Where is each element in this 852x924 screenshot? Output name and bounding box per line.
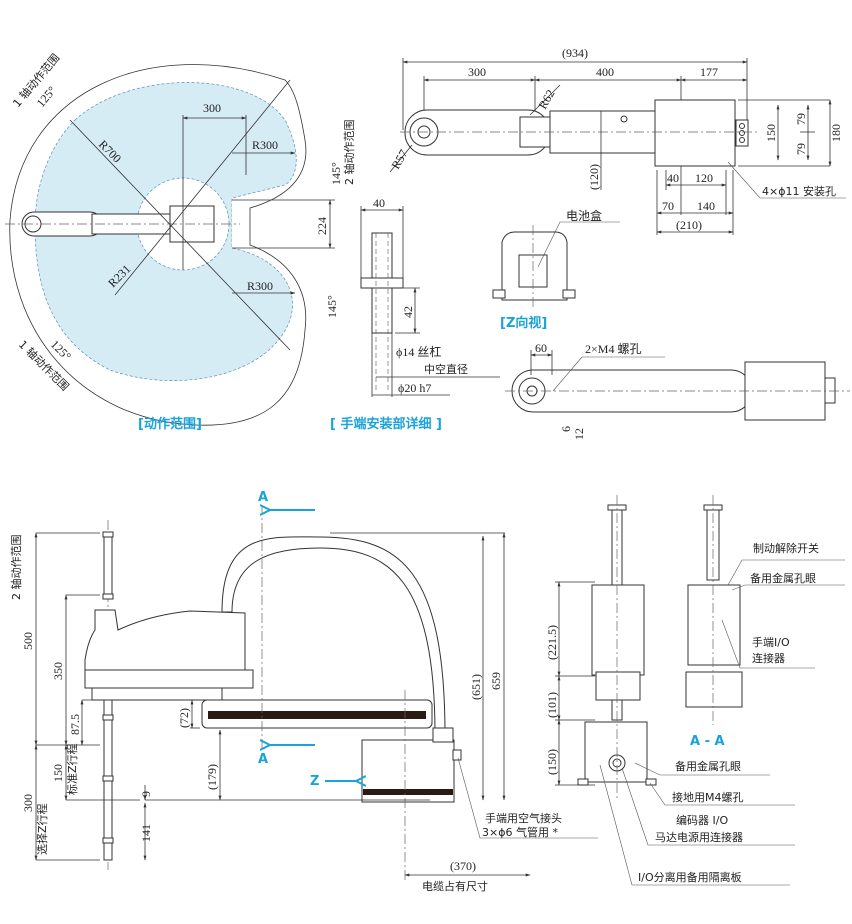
outer-range-boundary	[9, 64, 307, 426]
dim-224: 224	[315, 217, 329, 235]
label-std-stroke: 标准Z行程	[65, 743, 79, 795]
dim-72: (72)	[177, 708, 191, 728]
dim-300: 300	[203, 101, 221, 115]
dim-42: 42	[401, 306, 415, 318]
rear-view: (221.5) (101) (150) A - A 制动解除开关 备用金属孔眼 …	[545, 495, 845, 886]
dim-70: 70	[662, 199, 674, 213]
work-range-view: 300 R300 R300 R700 R231 224 1 轴动作范围 125°…	[5, 51, 356, 432]
dim-79-top: 79	[794, 113, 808, 125]
dim-40-arm: 40	[667, 171, 679, 185]
dim-934: (934)	[562, 46, 588, 60]
dim-177: 177	[700, 65, 718, 79]
dim-141: 141	[139, 824, 153, 842]
rear-base	[584, 721, 648, 783]
label-io-plate: I/O分离用备用隔离板	[638, 870, 742, 884]
section-mark-a-bottom: A	[258, 752, 268, 767]
label-encoder-2: 马达电源用连接器	[655, 830, 743, 844]
dim-221-5: (221.5)	[545, 625, 559, 660]
z-view-mark: Z	[310, 774, 319, 789]
dim-101: (101)	[545, 692, 559, 718]
axis2-angle-top: 145°	[329, 162, 343, 185]
robot-base-body	[84, 609, 246, 681]
label-hand-io-2: 连接器	[752, 652, 785, 665]
dim-500: 500	[21, 632, 35, 650]
label-brake-switch: 制动解除开关	[753, 541, 819, 555]
dim-300-arm: 300	[468, 65, 486, 79]
dim-120-paren: (120)	[587, 164, 601, 190]
label-2xm4: 2×M4 螺孔	[585, 342, 641, 356]
caption-work-range: [动作范围]	[138, 416, 202, 432]
dim-79-bottom: 79	[794, 143, 808, 155]
section-upper-block	[687, 584, 741, 666]
shaft-collar	[360, 277, 404, 289]
label-mount-holes: 4×ϕ11 安装孔	[762, 184, 836, 198]
dim-r300-bottom: R300	[247, 279, 273, 293]
label-battery-box: 电池盒	[566, 208, 602, 223]
label-hollow: 中空直径	[424, 362, 468, 376]
label-encoder-1: 编码器 I/O	[676, 813, 728, 827]
dim-210: (210)	[676, 218, 702, 232]
dim-12: 12	[572, 428, 586, 440]
arm-top-view: (934) 300 400 177 R62 R57 (120) 150 79 7…	[388, 46, 846, 235]
rear-upper-block	[591, 584, 645, 676]
label-spare-eyelet-top: 备用金属孔眼	[750, 571, 816, 585]
dim-370: (370)	[450, 859, 476, 873]
shaft-upper	[371, 232, 393, 284]
dim-659: 659	[489, 672, 503, 690]
dim-r300-top: R300	[252, 138, 278, 152]
arm-bottom-view: 60 2×M4 螺孔 6 12	[505, 341, 850, 440]
dim-150-z: 150	[51, 764, 65, 782]
dim-150-rear: (150)	[545, 749, 559, 775]
dim-87-5: 87.5	[68, 714, 82, 735]
caption-z-view: [Z向视]	[500, 315, 547, 331]
label-spare-eyelet-bottom: 备用金属孔眼	[675, 759, 741, 773]
z-view: 电池盒 [Z向视]	[492, 208, 620, 331]
dim-400: 400	[596, 65, 614, 79]
axis1-angle-bottom: 125°	[48, 337, 74, 363]
dim-651: (651)	[469, 674, 483, 700]
dim-40-hand: 40	[373, 196, 385, 210]
dim-350: 350	[51, 662, 65, 680]
label-ground-screw: 接地用M4螺孔	[672, 791, 744, 804]
label-cable-space: 电缆占有尺寸	[422, 879, 488, 893]
section-mark-a-top: A	[258, 490, 268, 505]
label-hand-io-1: 手端I/O	[752, 635, 790, 649]
label-air-joint-1: 手端用空气接头	[485, 811, 562, 825]
dim-180: 180	[829, 124, 843, 142]
dim-120-arm: 120	[695, 171, 713, 185]
section-lower-block	[685, 671, 743, 708]
label-phi14: ϕ14 丝杠	[396, 344, 441, 359]
axis2-label: 2 轴动作范围	[342, 120, 356, 186]
label-phi20: ϕ20 h7	[398, 381, 431, 395]
label-air-joint-2: 3×ϕ6 气管用 *	[482, 825, 558, 839]
label-opt-stroke: 选择Z行程	[35, 803, 49, 855]
shaft-lower	[371, 287, 393, 334]
base	[654, 99, 736, 167]
dim-9: 9	[139, 791, 153, 797]
side-axis2-label: 2 轴动作范围	[9, 535, 23, 601]
hand-detail-view: 40 42 ϕ14 丝杠 中空直径 ϕ20 h7 [ 手端安装部详细 ]	[330, 196, 500, 432]
caption-hand-detail: [ 手端安装部详细 ]	[330, 416, 442, 432]
dim-140-arm: 140	[697, 199, 715, 213]
dim-60: 60	[535, 341, 547, 355]
caption-a-a: A - A	[690, 734, 725, 749]
dim-300-z: 300	[21, 794, 35, 812]
dim-179: (179)	[205, 764, 219, 790]
side-view: A A Z 2 轴动作范围 500 300 选择Z行程 350 87.5 150…	[9, 490, 598, 893]
dim-6: 6	[559, 426, 573, 432]
dim-150-arm: 150	[764, 124, 778, 142]
axis2-angle-bottom: 145°	[325, 295, 339, 318]
